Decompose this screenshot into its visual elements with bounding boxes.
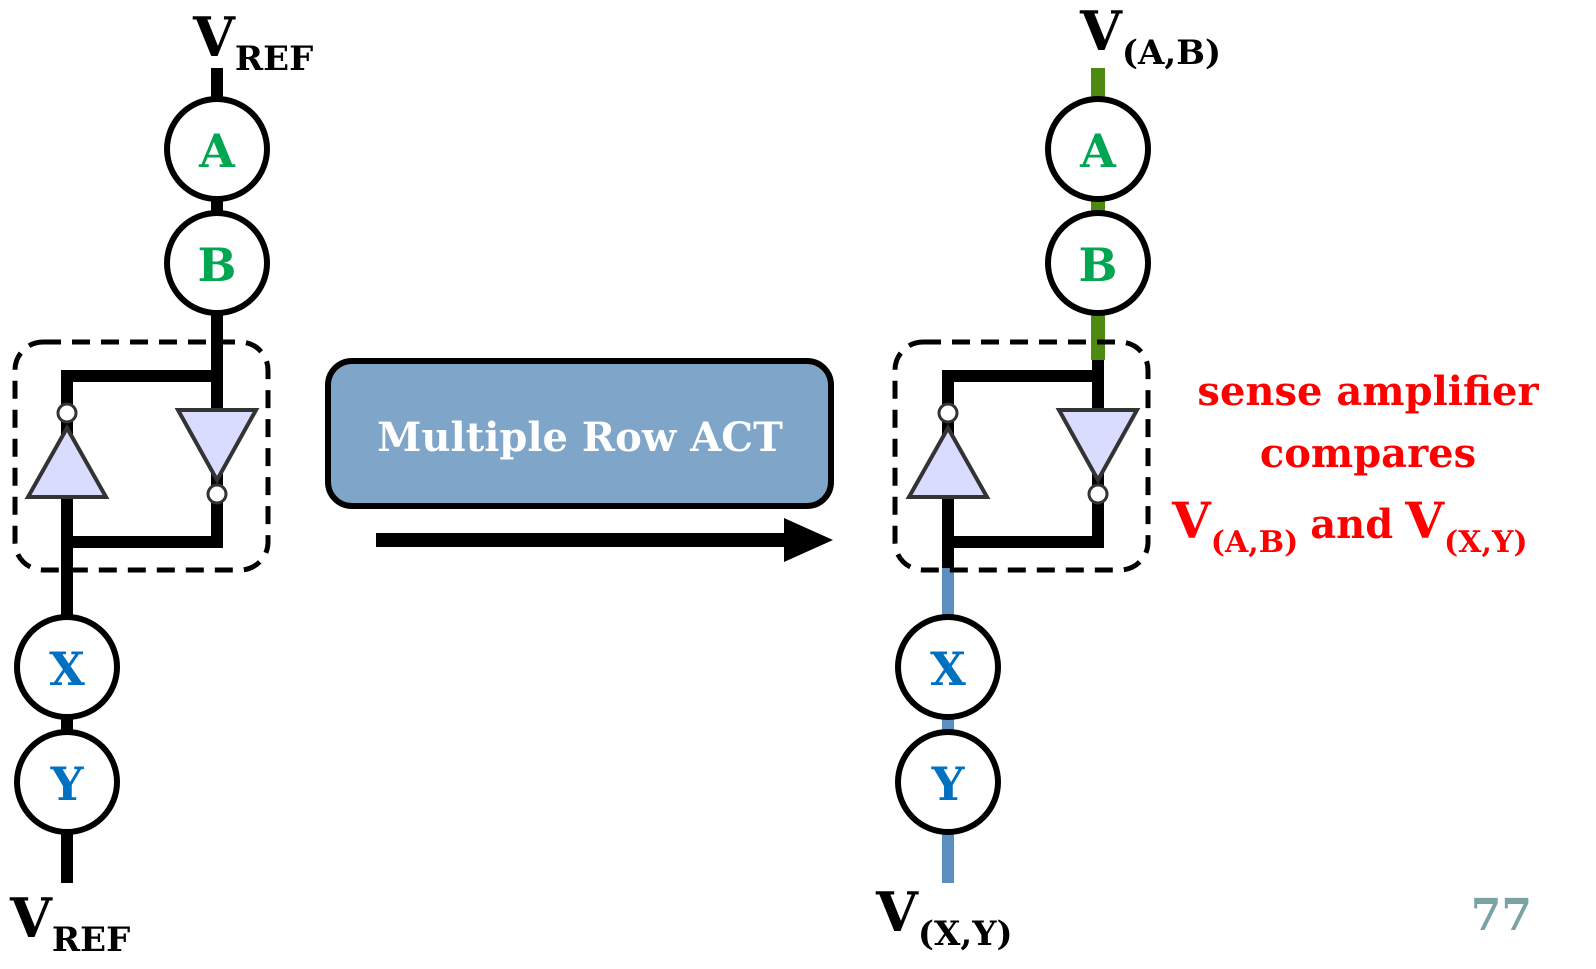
left-cell-a [164, 96, 270, 202]
left-cell-y-label: Y [50, 757, 85, 811]
right-inverter-down [1055, 408, 1141, 485]
left-sense-amp-box [12, 339, 271, 573]
note-line-2: compares [1260, 430, 1476, 477]
right-inverter-up-bubble [937, 402, 959, 424]
left-top-label: VREF [192, 5, 313, 79]
right-cell-a-label: A [1079, 124, 1117, 178]
left-bottom-label: VREF [9, 886, 130, 960]
right-bottom-label: V(X,Y) [875, 880, 1013, 954]
right-cell-y [895, 729, 1001, 835]
right-cell-x-label: X [930, 642, 966, 696]
left-cell-b-label: B [198, 238, 237, 292]
left-inverter-up [24, 423, 110, 499]
left-cell-a-label: A [198, 124, 236, 178]
left-cell-x-label: X [49, 642, 85, 696]
right-cell-y-label: Y [931, 757, 966, 811]
action-label: Multiple Row ACT [377, 414, 783, 461]
arrow-head [784, 518, 833, 562]
right-cell-b [1045, 210, 1151, 316]
right-top-label: V(A,B) [1079, 0, 1221, 73]
left-circuit: A B X Y VREF VREF [9, 5, 313, 960]
action-box [325, 358, 834, 509]
left-cell-b [164, 210, 270, 316]
page-number: 77 [1471, 890, 1532, 941]
right-circuit: A B X Y V(A,B) V(X,Y) [875, 0, 1221, 954]
left-inverter-down-bubble [206, 483, 228, 505]
left-inverter-down [174, 408, 260, 485]
right-cell-b-label: B [1079, 238, 1118, 292]
action-group: Multiple Row ACT [325, 358, 834, 562]
note-line-1: sense amplifier [1197, 368, 1539, 415]
right-cell-a [1045, 96, 1151, 202]
left-cell-y [14, 729, 120, 835]
right-sense-amp-box [892, 339, 1151, 573]
left-cell-x [14, 614, 120, 720]
right-inverter-up [905, 423, 991, 499]
right-cell-x [895, 614, 1001, 720]
left-inverter-up-bubble [56, 402, 78, 424]
right-inverter-down-bubble [1087, 483, 1109, 505]
